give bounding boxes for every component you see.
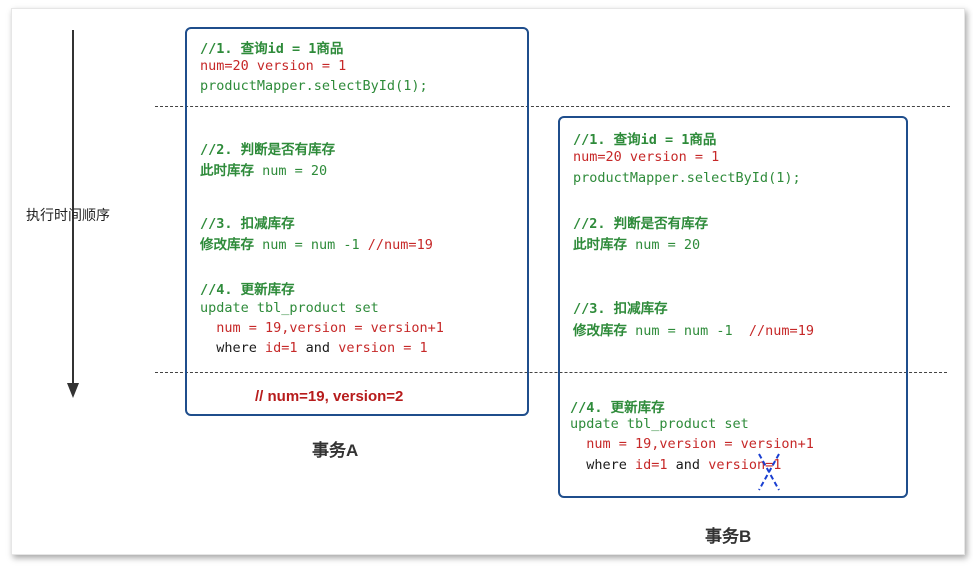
txb-step3-comment: //3. 扣减库存 — [573, 301, 668, 317]
txa-step2-prefix: 此时库存 — [200, 163, 254, 179]
txb-step1-comment: //1. 查询id = 1商品 — [573, 132, 717, 148]
separator-top — [155, 106, 950, 107]
txb-where-id: id=1 — [635, 457, 668, 473]
transaction-b-box — [558, 116, 908, 498]
txa-step1-values: num=20 version = 1 — [200, 58, 347, 74]
txa-and-keyword: and — [297, 340, 339, 356]
txb-step3-code: num = num -1 — [627, 323, 749, 339]
txa-step3-comment: //3. 扣减库存 — [200, 216, 295, 232]
txa-step1-comment: //1. 查询id = 1商品 — [200, 41, 344, 57]
txa-step3-code: num = num -1 — [254, 237, 368, 253]
txb-step2-line: 此时库存 num = 20 — [573, 233, 700, 253]
txa-where-version: version = 1 — [338, 340, 428, 356]
txb-where-keyword: where — [570, 457, 636, 473]
txb-and-keyword: and — [667, 457, 709, 473]
txb-step2-prefix: 此时库存 — [573, 237, 627, 253]
transaction-a-box — [185, 27, 529, 416]
txa-step2-code: num = 20 — [254, 163, 328, 179]
txa-step4-where: where id=1 and version = 1 — [200, 340, 428, 356]
txb-step1-values: num=20 version = 1 — [573, 149, 720, 165]
txb-step2-comment: //2. 判断是否有库存 — [573, 216, 709, 232]
time-axis-label: 执行时间顺序 — [26, 207, 110, 223]
txa-step4-update: update tbl_product set — [200, 300, 379, 316]
txa-step3-prefix: 修改库存 — [200, 237, 254, 253]
txb-step4-where: where id=1 and version=1 — [570, 457, 781, 473]
txa-step2-comment: //2. 判断是否有库存 — [200, 142, 336, 158]
txa-where-keyword: where — [200, 340, 266, 356]
txb-step4-update: update tbl_product set — [570, 416, 749, 432]
txb-step4-comment: //4. 更新库存 — [570, 400, 665, 416]
cross-mark-icon — [758, 453, 780, 491]
txa-where-id: id=1 — [265, 340, 298, 356]
txa-step4-set: num = 19,version = version+1 — [200, 320, 444, 336]
diagram-card — [11, 8, 965, 555]
txa-step1-call: productMapper.selectById(1); — [200, 78, 428, 94]
txa-step3-note: //num=19 — [367, 237, 433, 253]
txb-step4-set: num = 19,version = version+1 — [570, 436, 814, 452]
txb-step3-line: 修改库存 num = num -1 //num=19 — [573, 319, 814, 339]
txb-step2-code: num = 20 — [627, 237, 701, 253]
time-axis-line — [72, 30, 74, 385]
transaction-b-title: 事务B — [705, 527, 752, 546]
txa-result-note: // num=19, version=2 — [255, 388, 404, 405]
txb-step3-prefix: 修改库存 — [573, 323, 627, 339]
time-axis-arrowhead — [67, 383, 79, 398]
txb-step3-note: //num=19 — [748, 323, 814, 339]
transaction-a-title: 事务A — [312, 441, 359, 460]
txa-step3-line: 修改库存 num = num -1 //num=19 — [200, 233, 433, 253]
separator-bottom — [155, 372, 947, 373]
txb-step1-call: productMapper.selectById(1); — [573, 170, 801, 186]
txa-step4-comment: //4. 更新库存 — [200, 282, 295, 298]
txa-step2-line: 此时库存 num = 20 — [200, 159, 327, 179]
